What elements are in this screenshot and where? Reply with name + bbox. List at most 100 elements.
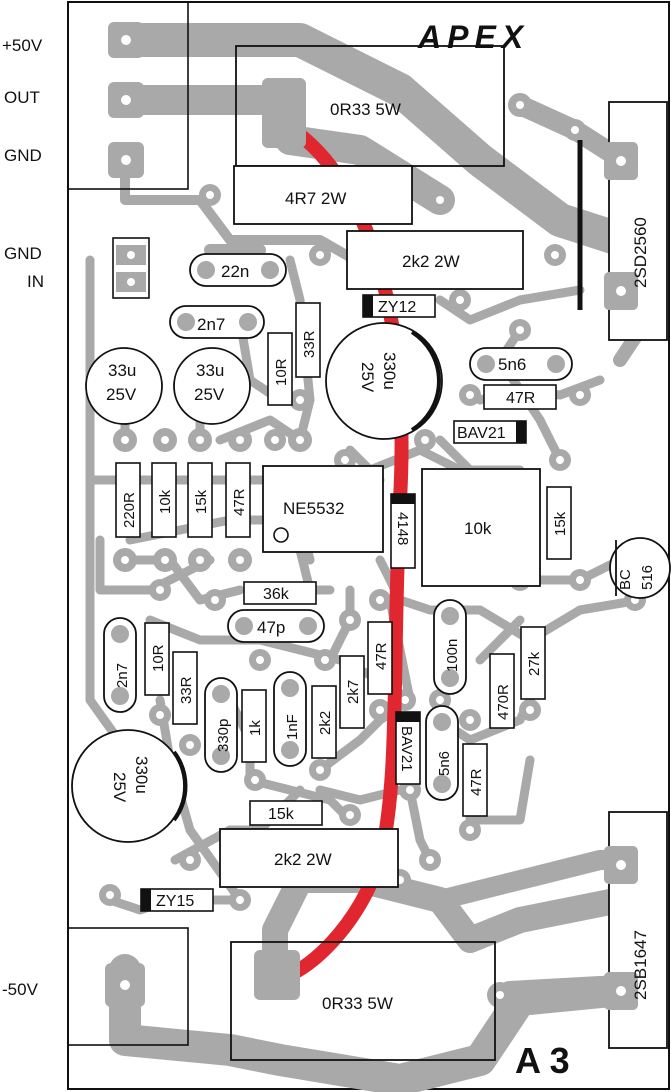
resistor-2k2-small-label: 2k2 bbox=[317, 711, 334, 735]
resistor-33r-top bbox=[295, 302, 321, 378]
input-connector bbox=[112, 237, 150, 299]
resistor-27k-label: 27k bbox=[526, 651, 543, 676]
resistor-10k-label: 10k bbox=[157, 489, 174, 514]
resistor-1k-label: 1k bbox=[247, 720, 264, 736]
terminal-label-gnd-in-2: IN bbox=[27, 272, 44, 291]
capacitor-22n-label: 22n bbox=[221, 262, 249, 281]
capacitor-5n6-bottom-label: 5n6 bbox=[436, 751, 453, 776]
capacitor-330u-top bbox=[325, 322, 443, 440]
resistor-27k bbox=[520, 626, 546, 700]
diode-4148-label: 4148 bbox=[394, 512, 411, 545]
terminal-label-gnd-in-1: GND bbox=[4, 244, 42, 263]
terminal-block-top bbox=[67, 1, 189, 190]
capacitor-33u-a-label-1: 33u bbox=[108, 361, 136, 380]
capacitor-100n-label: 100n bbox=[444, 639, 461, 672]
capacitor-330p-label: 330p bbox=[215, 719, 232, 752]
resistor-10r-top-label: 10R bbox=[273, 358, 290, 386]
resistor-220r-label: 220R bbox=[121, 492, 138, 528]
resistor-10k bbox=[151, 462, 177, 538]
capacitor-330p bbox=[204, 677, 238, 773]
board-id: A 3 bbox=[515, 1040, 570, 1081]
resistor-33r-bottom-label: 33R bbox=[178, 676, 195, 704]
capacitor-33u-a bbox=[85, 347, 163, 425]
resistor-15k-b bbox=[546, 486, 572, 560]
resistor-47r-top-label: 47R bbox=[506, 390, 535, 407]
zener-zy15-label: ZY15 bbox=[156, 893, 194, 910]
diode-bav21-bottom-label: BAV21 bbox=[398, 726, 415, 772]
brand-logo: APEX bbox=[417, 19, 529, 55]
capacitor-330u-bottom-label-2: 25V bbox=[110, 772, 129, 803]
transistor-2sb1647-label: 2SB1647 bbox=[631, 930, 650, 1000]
capacitor-330u-bottom-label-1: 330u bbox=[132, 756, 151, 794]
resistor-1k bbox=[241, 689, 267, 763]
resistor-10r-bottom-label: 10R bbox=[150, 644, 167, 672]
capacitor-33u-b-label-1: 33u bbox=[196, 361, 224, 380]
capacitor-5n6-top bbox=[469, 347, 573, 381]
resistor-4r7 bbox=[233, 165, 413, 225]
diode-bav21-top-label: BAV21 bbox=[457, 425, 506, 442]
resistor-47r-b bbox=[225, 462, 251, 538]
capacitor-33u-a-label-2: 25V bbox=[106, 385, 137, 404]
resistor-36k-label: 36k bbox=[263, 586, 290, 603]
resistor-10r-bottom bbox=[144, 622, 170, 696]
resistor-47r-b-label: 47R bbox=[231, 488, 248, 516]
capacitor-47p-label: 47p bbox=[257, 618, 285, 637]
resistor-33r-top-label: 33R bbox=[301, 330, 318, 358]
capacitor-33u-b bbox=[173, 347, 251, 425]
terminal-block-bottom bbox=[67, 927, 189, 1046]
terminal-pads-top bbox=[108, 22, 144, 178]
capacitor-47p bbox=[227, 609, 325, 643]
resistor-15k-b-label: 15k bbox=[552, 511, 569, 536]
capacitor-5n6-top-label: 5n6 bbox=[498, 355, 526, 374]
resistor-15k-a bbox=[187, 462, 213, 538]
transistor-2sd2560-label: 2SD2560 bbox=[631, 217, 650, 288]
resistor-470r-label: 470R bbox=[495, 684, 512, 720]
resistor-470r bbox=[489, 653, 515, 729]
resistor-0r33-bottom bbox=[230, 941, 496, 1061]
transistor-bc516-label-1: BC bbox=[617, 569, 634, 590]
resistor-15k-c-label: 15k bbox=[268, 806, 295, 823]
resistor-2k7 bbox=[339, 655, 365, 729]
resistor-47r-d-label: 47R bbox=[468, 768, 485, 796]
capacitor-2n7-top bbox=[169, 305, 265, 339]
resistor-47r-c bbox=[367, 621, 393, 695]
resistor-47r-d bbox=[462, 743, 488, 817]
resistor-2k2-bottom-label: 2k2 2W bbox=[274, 850, 332, 869]
diode-bav21-bottom bbox=[395, 711, 421, 785]
resistor-36k bbox=[243, 581, 317, 605]
terminal-label-plus50v: +50V bbox=[2, 36, 43, 55]
resistor-15k-a-label: 15k bbox=[193, 489, 210, 514]
trimpot-10k-label: 10k bbox=[464, 519, 492, 538]
transistor-bc516-label-2: 516 bbox=[639, 565, 656, 590]
capacitor-1nf bbox=[273, 671, 307, 767]
resistor-33r-bottom bbox=[172, 651, 198, 725]
resistor-2k2-top bbox=[346, 230, 524, 290]
capacitor-5n6-bottom bbox=[425, 705, 459, 801]
terminal-label-minus50v: -50V bbox=[2, 980, 38, 999]
resistor-220r bbox=[115, 462, 141, 538]
capacitor-330u-top-label-2: 25V bbox=[358, 362, 377, 393]
trimpot-10k bbox=[421, 468, 541, 587]
terminal-label-out: OUT bbox=[4, 88, 40, 107]
capacitor-1nf-label: 1nF bbox=[284, 714, 301, 740]
resistor-2k2-top-label: 2k2 2W bbox=[402, 252, 460, 271]
resistor-0r33-top-label: 0R33 5W bbox=[330, 100, 401, 119]
ic-ne5532-label: NE5532 bbox=[283, 499, 344, 518]
resistor-2k2-small bbox=[311, 685, 337, 759]
capacitor-2n7-bottom-label: 2n7 bbox=[114, 663, 131, 688]
capacitor-33u-b-label-2: 25V bbox=[194, 385, 225, 404]
transistor-bc516 bbox=[609, 537, 671, 599]
resistor-0r33-bottom-label: 0R33 5W bbox=[322, 994, 393, 1013]
capacitor-2n7-top-label: 2n7 bbox=[197, 315, 225, 334]
terminal-label-gnd: GND bbox=[4, 146, 42, 165]
resistor-15k-c bbox=[249, 800, 323, 826]
zener-zy12-label: ZY12 bbox=[378, 299, 416, 316]
resistor-2k7-label: 2k7 bbox=[345, 680, 362, 704]
capacitor-2n7-bottom bbox=[103, 617, 137, 713]
resistor-47r-c-label: 47R bbox=[373, 642, 390, 670]
capacitor-100n bbox=[433, 599, 467, 695]
resistor-10r-top bbox=[267, 332, 293, 406]
capacitor-22n bbox=[189, 253, 287, 287]
resistor-47r-top bbox=[483, 384, 557, 410]
